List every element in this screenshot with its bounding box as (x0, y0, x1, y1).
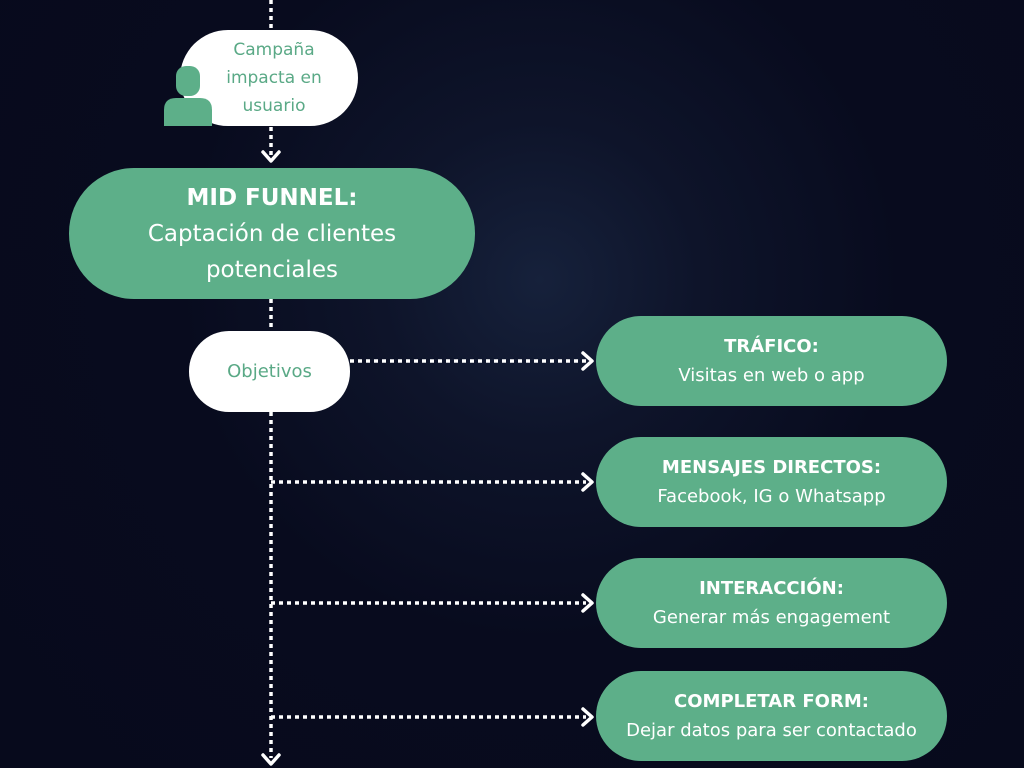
arrowhead-right-icon (581, 351, 594, 371)
user-icon (164, 66, 212, 126)
campaign-line-1: Campaña (233, 40, 315, 60)
arrowhead-right-icon (581, 472, 594, 492)
objetivos-label: Objetivos (227, 361, 312, 382)
arrowhead-down-icon (261, 753, 281, 766)
mid-funnel-node: MID FUNNEL: Captación de clientes potenc… (69, 168, 475, 299)
objective-interaccion: INTERACCIÓN: Generar más engagement (596, 558, 947, 648)
objective-title: COMPLETAR FORM: (674, 691, 869, 712)
campaign-line-2: impacta en (226, 68, 322, 88)
objective-description: Generar más engagement (652, 607, 891, 628)
arrowhead-right-icon (581, 707, 594, 727)
campaign-node: Campaña impacta en usuario (180, 30, 358, 126)
objective-title: MENSAJES DIRECTOS: (661, 457, 882, 478)
objective-description: Visitas en web o app (678, 365, 865, 386)
campaign-line-3: usuario (242, 96, 306, 116)
objective-completar-form: COMPLETAR FORM: Dejar datos para ser con… (596, 671, 947, 761)
mid-funnel-subtitle-line-2: potenciales (205, 256, 339, 283)
arrowhead-right-icon (581, 593, 594, 613)
objective-title: TRÁFICO: (724, 336, 819, 357)
objective-title: INTERACCIÓN: (699, 578, 844, 599)
arrowhead-down-icon (261, 150, 281, 163)
objective-trafico: TRÁFICO: Visitas en web o app (596, 316, 947, 406)
mid-funnel-title: MID FUNNEL: (186, 184, 358, 211)
objective-mensajes-directos: MENSAJES DIRECTOS: Facebook, IG o Whatsa… (596, 437, 947, 527)
objetivos-node: Objetivos (189, 331, 350, 412)
mid-funnel-subtitle-line-1: Captación de clientes (147, 220, 397, 247)
objective-description: Dejar datos para ser contactado (626, 720, 917, 741)
objective-description: Facebook, IG o Whatsapp (657, 486, 886, 507)
